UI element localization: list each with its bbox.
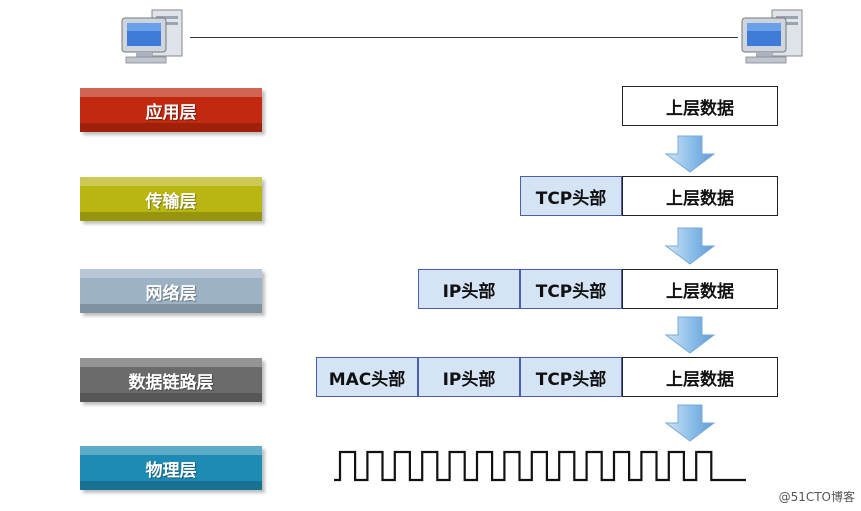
layer-application-label: 应用层 [145,102,197,123]
tcp-header-block-transport: TCP头部 [520,176,622,216]
mac-header-block-data-link: MAC头部 [316,357,418,397]
layer-physical-label: 物理层 [145,460,197,481]
down-arrow-icon [664,135,716,173]
layer-transport-label: 传输层 [145,191,197,212]
tcp-header-block-network: TCP头部 [520,269,622,309]
network-link-line [190,37,738,38]
ip-header-block-data-link: IP头部 [418,357,520,397]
watermark: @51CTO博客 [778,490,855,504]
upper-data-block-transport: 上层数据 [622,176,778,216]
layer-network: 网络层 [80,269,262,313]
computer-right-icon [741,9,803,64]
ip-header-block-network: IP头部 [418,269,520,309]
layer-application: 应用层 [80,88,262,132]
upper-data-block-data-link: 上层数据 [622,357,778,397]
physical-signal-waveform [334,450,746,482]
down-arrow-icon [664,227,716,265]
layer-network-label: 网络层 [145,283,197,304]
down-arrow-icon [664,316,716,354]
layer-data-link-label: 数据链路层 [128,372,214,393]
upper-data-block-application: 上层数据 [622,86,778,126]
down-arrow-icon [664,404,716,442]
layer-physical: 物理层 [80,446,262,490]
computer-left-icon [121,9,183,64]
layer-transport: 传输层 [80,177,262,221]
layer-data-link: 数据链路层 [80,358,262,402]
tcp-header-block-data-link: TCP头部 [520,357,622,397]
upper-data-block-network: 上层数据 [622,269,778,309]
